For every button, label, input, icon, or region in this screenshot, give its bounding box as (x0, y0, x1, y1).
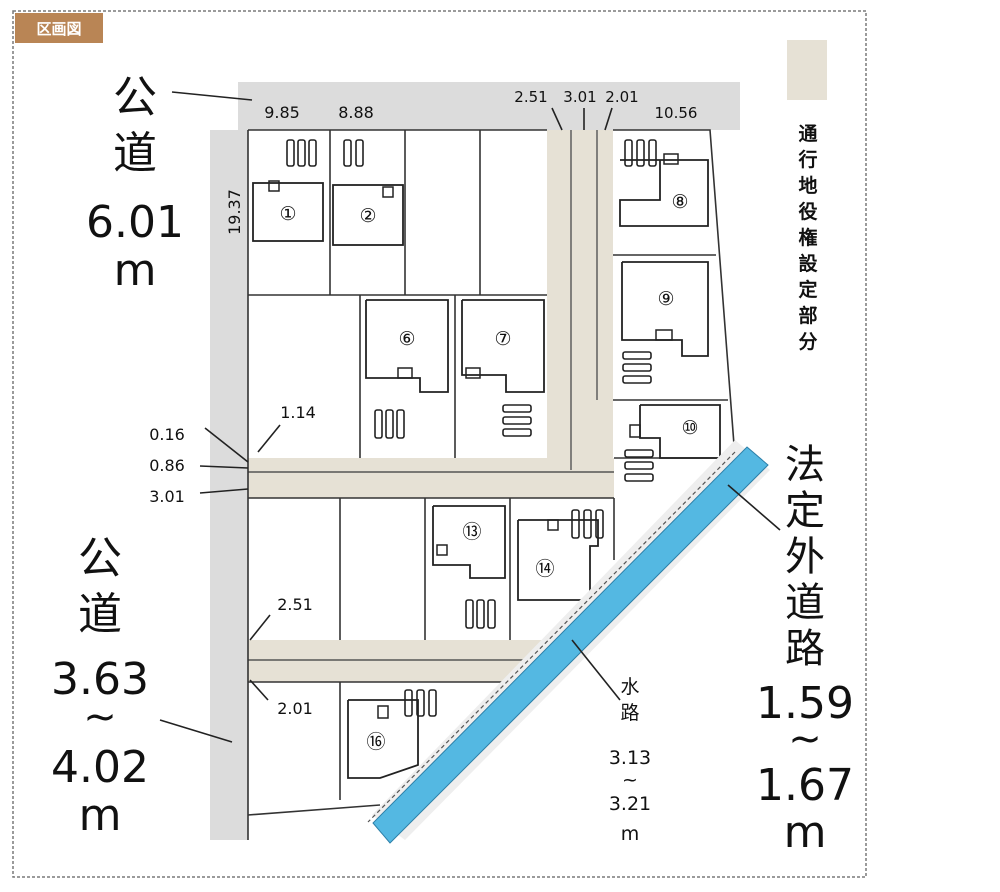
unofficial-road-kind-char: 定 (785, 488, 825, 534)
road-left-kind: 公道 (78, 533, 122, 640)
house-2 (332, 184, 404, 246)
waterway-kind: 水路 (620, 676, 639, 724)
waterway (372, 446, 769, 844)
house-14 (517, 519, 599, 601)
house-8 (619, 159, 709, 227)
lot-10: ⑩ (681, 417, 698, 439)
dim-19-37: 19.37 (225, 189, 244, 235)
house-9 (621, 261, 709, 357)
house-13 (432, 505, 506, 579)
road-top-kind-char: 道 (113, 128, 157, 179)
title-tag-bg (15, 13, 103, 43)
unofficial-tilde: ~ (788, 716, 822, 762)
road-left-unit: m (79, 790, 122, 841)
easement-vertical (547, 130, 613, 472)
easement-lower (248, 640, 548, 682)
dim-9-85: 9.85 (264, 103, 300, 122)
road-left-kind-char: 公 (78, 533, 122, 584)
road-top-width: 6.01 (86, 197, 184, 248)
lot-6: ⑥ (398, 328, 415, 350)
house-7 (461, 299, 545, 393)
legend-label-char: 地 (798, 174, 817, 197)
lot-9: ⑨ (657, 288, 674, 310)
waterway-kind-char: 水 (620, 676, 639, 698)
road-left-tilde: ~ (83, 694, 117, 740)
legend-label-char: 分 (798, 331, 817, 353)
leader-lines (159, 91, 781, 743)
road-left-width-max: 4.02 (51, 742, 149, 793)
dim-3-01-left: 3.01 (149, 487, 185, 506)
legend-swatch (787, 40, 827, 100)
waterway-unit: m (621, 823, 640, 845)
waterway-tilde: ~ (622, 769, 638, 791)
house-1 (252, 182, 324, 242)
lot-1: ① (279, 203, 296, 225)
house-16 (347, 699, 419, 779)
house-6 (365, 299, 449, 393)
lot-2: ② (359, 205, 376, 227)
dim-10-56: 10.56 (655, 104, 698, 122)
dim-3-01-top: 3.01 (563, 88, 596, 106)
houses (252, 159, 721, 779)
unofficial-road-kind-char: 路 (785, 626, 825, 672)
waterway-width-min: 3.13 (609, 747, 651, 769)
dim-2-01-top: 2.01 (605, 88, 638, 106)
unofficial-road-kind-char: 道 (785, 580, 825, 626)
dim-2-01-low: 2.01 (277, 699, 313, 718)
lot-14: ⑭ (535, 558, 554, 580)
unofficial-width-max: 1.67 (756, 760, 854, 811)
lot-16: ⑯ (366, 731, 385, 753)
road-top-kind-char: 公 (113, 72, 157, 123)
road-top (238, 82, 740, 140)
road-left-width-min: 3.63 (51, 654, 149, 705)
legend-label-char: 設 (798, 252, 818, 275)
parking-marks (286, 139, 657, 717)
easement-lines (248, 130, 614, 661)
legend-label-char: 権 (798, 226, 817, 249)
waterway-edge (367, 451, 736, 823)
legend-label-char: 定 (798, 278, 817, 301)
waterway-width-max: 3.21 (609, 793, 651, 815)
outer-frame (12, 10, 867, 878)
unofficial-width-min: 1.59 (756, 678, 854, 729)
lot-13: ⑬ (462, 521, 481, 543)
unofficial-unit: m (784, 807, 827, 858)
road-left-kind-char: 道 (78, 589, 122, 640)
dim-2-51-low: 2.51 (277, 595, 313, 614)
unofficial-road-kind-char: 法 (785, 442, 825, 488)
lot-8: ⑧ (671, 191, 688, 213)
dim-8-88: 8.88 (338, 103, 374, 122)
entrances (268, 153, 679, 719)
dim-0-86: 0.86 (149, 456, 185, 475)
title-tag: 区画図 (36, 20, 81, 38)
road-left (210, 130, 248, 840)
easement-horizontal (248, 458, 614, 498)
dim-0-16: 0.16 (149, 425, 185, 444)
legend-label-char: 通 (798, 123, 818, 145)
dim-2-51-top: 2.51 (514, 88, 547, 106)
road-top-unit: m (114, 245, 157, 296)
dim-1-14: 1.14 (280, 403, 316, 422)
legend-label-char: 行 (797, 148, 817, 171)
legend-label-char: 部 (798, 304, 817, 327)
legend-label-char: 役 (798, 200, 817, 223)
parcel-lines (247, 129, 736, 840)
road-top-kind: 公道 (113, 72, 157, 179)
house-10 (639, 404, 721, 459)
waterway-kind-char: 路 (620, 702, 639, 724)
lot-7: ⑦ (494, 328, 511, 350)
unofficial-road-kind-char: 外 (785, 534, 825, 580)
